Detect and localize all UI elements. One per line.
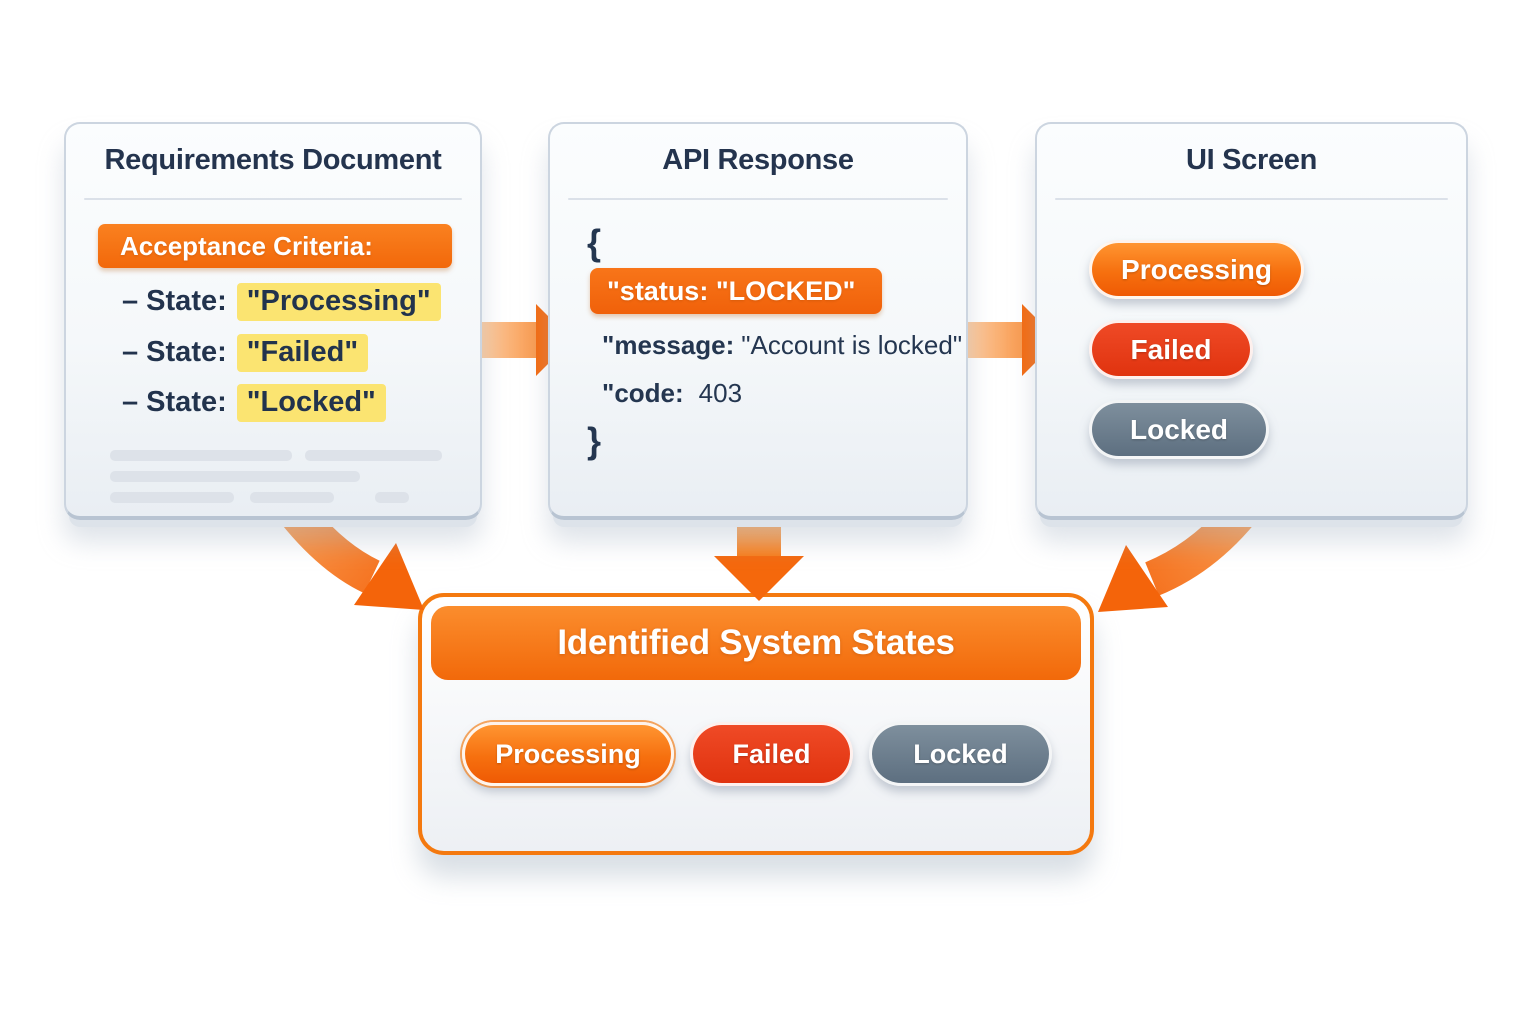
json-code-line: "code: 403 — [602, 378, 742, 409]
header-divider — [1055, 198, 1448, 200]
header-divider — [84, 198, 462, 200]
placeholder-text-line — [110, 492, 234, 503]
json-message-line: "message:"Account is locked" — [602, 330, 962, 361]
placeholder-text-line — [305, 450, 442, 461]
ui-pill-locked: Locked — [1089, 400, 1269, 459]
json-message-value: "Account is locked" — [741, 330, 963, 360]
api-response-title: API Response — [662, 143, 854, 176]
placeholder-text-line — [110, 450, 292, 461]
ui-screen-title: UI Screen — [1185, 143, 1318, 176]
state-prefix: – State: — [122, 336, 227, 368]
header-divider — [568, 198, 948, 200]
ui-pill-failed: Failed — [1089, 320, 1253, 379]
ui-pill-processing: Processing — [1089, 240, 1304, 299]
summary-pills-row: Processing Failed Locked — [462, 722, 1052, 786]
summary-pill-failed: Failed — [690, 722, 853, 786]
api-response-panel: API Response { "status: "LOCKED" "messag… — [548, 122, 968, 520]
identified-system-states-box: Identified System States Processing Fail… — [418, 593, 1094, 855]
state-line-failed: – State: "Failed" — [122, 332, 369, 372]
status-locked-highlight: "status: "LOCKED" — [590, 268, 882, 314]
json-code-key: "code: — [602, 378, 684, 408]
state-highlight-locked: "Locked" — [236, 384, 386, 422]
state-prefix: – State: — [122, 285, 227, 317]
json-close-brace: } — [587, 420, 602, 461]
json-message-key: "message: — [602, 330, 735, 360]
identified-system-states-title: Identified System States — [431, 606, 1081, 680]
state-prefix: – State: — [122, 386, 227, 418]
placeholder-text-line — [250, 492, 334, 503]
state-line-processing: – State: "Processing" — [122, 281, 441, 321]
placeholder-text-line — [375, 492, 409, 503]
summary-pill-locked: Locked — [869, 722, 1052, 786]
json-code-value: 403 — [698, 378, 743, 408]
json-open-brace: { — [587, 222, 602, 263]
requirements-document-panel: Requirements Document Acceptance Criteri… — [64, 122, 482, 520]
state-line-locked: – State: "Locked" — [122, 382, 386, 422]
state-highlight-processing: "Processing" — [236, 283, 441, 321]
placeholder-text-line — [110, 471, 360, 482]
state-highlight-failed: "Failed" — [236, 334, 369, 372]
arrow-api-to-summary — [714, 512, 804, 601]
acceptance-criteria-label: Acceptance Criteria: — [98, 224, 452, 268]
summary-pill-processing: Processing — [462, 722, 674, 786]
ui-screen-panel: UI Screen Processing Failed Locked — [1035, 122, 1468, 520]
requirements-document-title: Requirements Document — [104, 143, 442, 176]
